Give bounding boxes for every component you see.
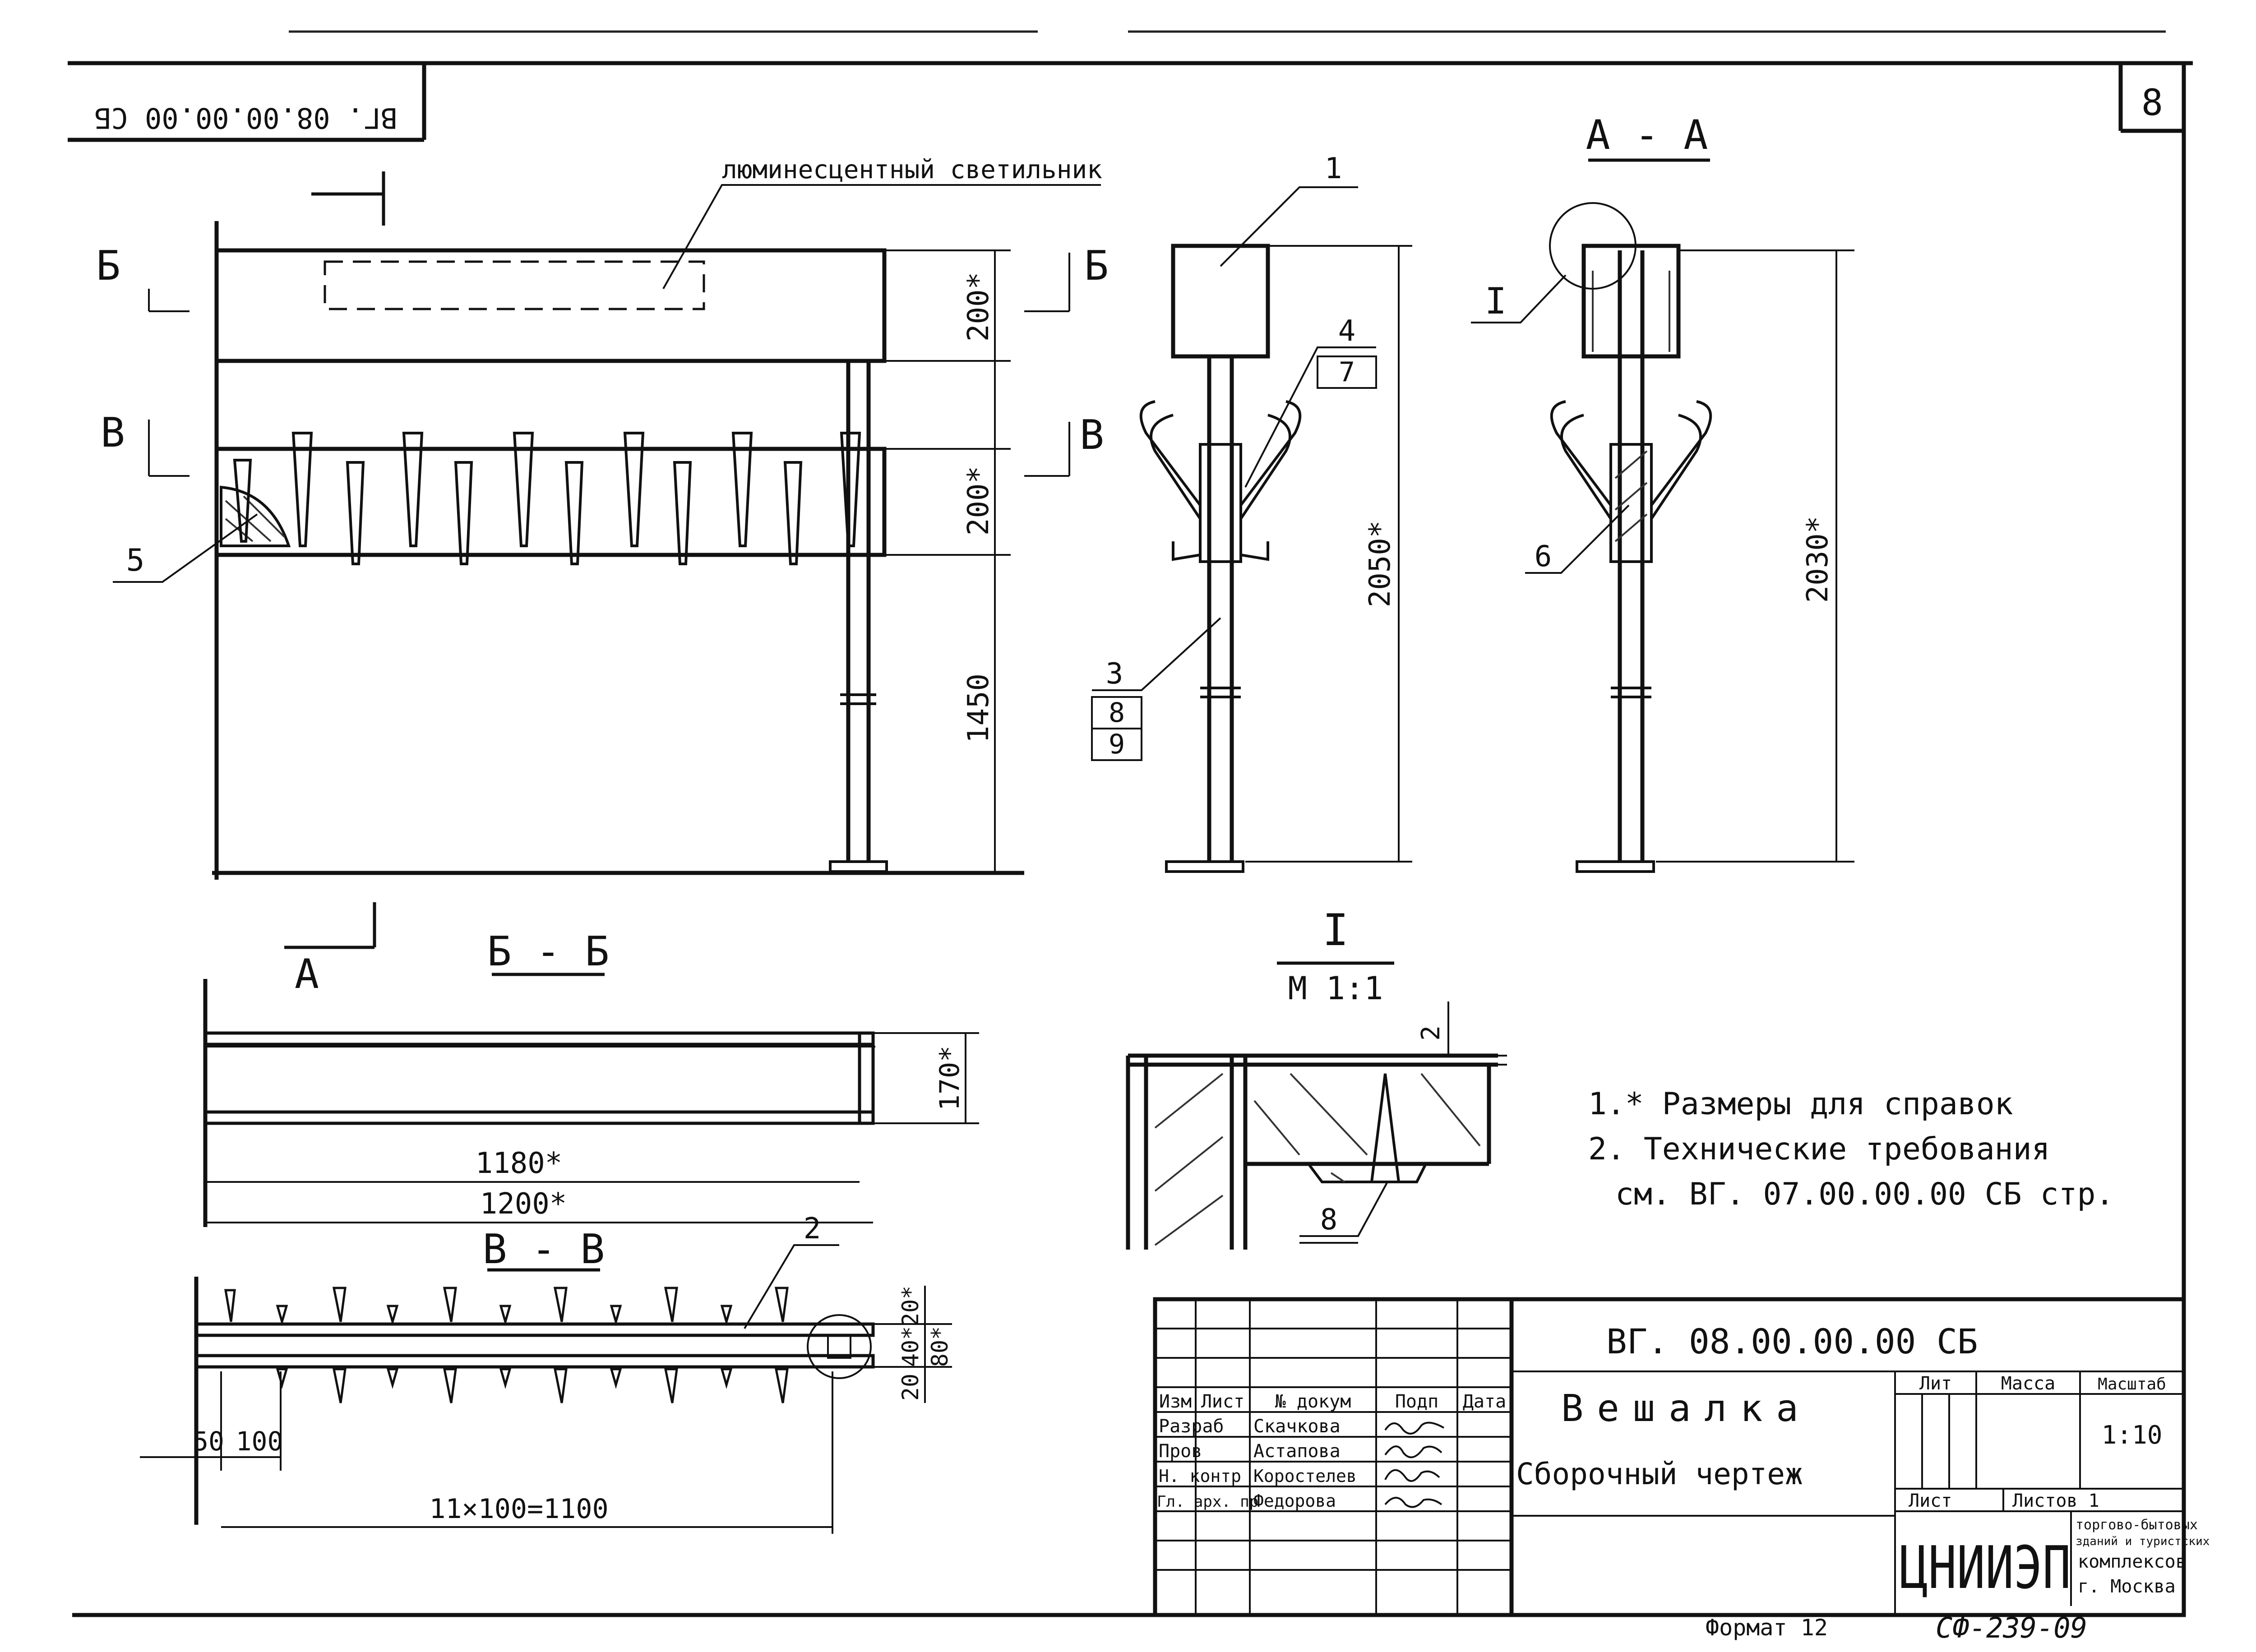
dim-200-rail: 200* bbox=[962, 466, 995, 535]
role-nkontr: Н. контр bbox=[1159, 1466, 1241, 1486]
col-header-podp: Подп bbox=[1395, 1391, 1438, 1412]
section-vv-title: В - В bbox=[483, 1226, 605, 1273]
position-2: 2 bbox=[804, 1212, 821, 1246]
name-nkontr: Коростелев bbox=[1253, 1466, 1357, 1486]
position-4: 4 bbox=[1338, 314, 1356, 348]
dim-50: 50 bbox=[193, 1426, 224, 1457]
note-2-continued: см. ВГ. 07.00.00.00 СБ стр. bbox=[1615, 1177, 2114, 1212]
dim-1450: 1450 bbox=[962, 674, 995, 743]
title-doc-code: ВГ. 08.00.00.00 СБ bbox=[1606, 1321, 1978, 1361]
position-8-detail: 8 bbox=[1320, 1203, 1338, 1237]
sheets-label: Листов 1 bbox=[2012, 1490, 2099, 1511]
section-mark-a: А bbox=[295, 951, 319, 998]
dim-2: 2 bbox=[1416, 1025, 1446, 1041]
note-1: 1.* Размеры для справок bbox=[1588, 1086, 2013, 1122]
org-logo: ЦНИИЭП bbox=[1900, 1533, 2071, 1602]
lit-label: Лит bbox=[1919, 1373, 1952, 1394]
dim-1200: 1200* bbox=[480, 1187, 567, 1221]
position-8: 8 bbox=[1109, 697, 1125, 729]
section-b-b: А Б - Б 170* 1180* 1200* bbox=[203, 902, 979, 1227]
section-mark-v-left: В bbox=[101, 409, 125, 457]
title-name: Вешалка bbox=[1561, 1387, 1812, 1430]
role-razrab: Разраб bbox=[1159, 1416, 1224, 1437]
lamp-label: люминесцентный светильник bbox=[722, 155, 1102, 185]
org-name-2: зданий и туристских bbox=[2076, 1535, 2210, 1548]
name-glarh: Федорова bbox=[1253, 1491, 1336, 1511]
section-a-a: А - А I 6 2030* bbox=[1471, 111, 1854, 873]
org-name-3: комплексов bbox=[2078, 1551, 2187, 1572]
dim-40: 40* bbox=[897, 1326, 924, 1367]
col-header-data: Дата bbox=[1463, 1391, 1506, 1412]
org-name-4: г. Москва bbox=[2078, 1576, 2176, 1597]
hook-tips-upper bbox=[224, 1287, 789, 1326]
col-header-dokum: № докум bbox=[1275, 1391, 1351, 1412]
section-mark-b-left: Б bbox=[96, 242, 120, 290]
scale-value: 1:10 bbox=[2102, 1421, 2163, 1450]
dim-2030: 2030* bbox=[1801, 516, 1835, 603]
detail-I: I М 1:1 2 8 bbox=[1126, 905, 1507, 1250]
position-3: 3 bbox=[1106, 657, 1123, 691]
section-v-v: В - В bbox=[140, 1212, 953, 1534]
dim-100: 100 bbox=[236, 1426, 283, 1457]
archive-number: СФ-239-09 bbox=[1936, 1611, 2087, 1644]
role-prov: Пров bbox=[1159, 1441, 1202, 1462]
role-glarh: Гл. арх. пр bbox=[1157, 1493, 1258, 1511]
side-view: 1 4 7 3 8 9 2050* bbox=[1091, 152, 1412, 873]
hook-tips-lower bbox=[276, 1368, 789, 1403]
name-razrab: Скачкова bbox=[1253, 1416, 1341, 1437]
detail-scale: М 1:1 bbox=[1288, 970, 1383, 1007]
footer: Формат 12 СФ-239-09 bbox=[1706, 1611, 2087, 1644]
signatures bbox=[1384, 1421, 1444, 1508]
col-header-list: Лист bbox=[1201, 1391, 1244, 1412]
section-mark-v-right: В bbox=[1080, 411, 1104, 459]
dim-200-lamp: 200* bbox=[962, 272, 995, 341]
position-6: 6 bbox=[1535, 540, 1552, 573]
section-aa-title: А - А bbox=[1586, 111, 1708, 159]
position-7: 7 bbox=[1339, 356, 1355, 388]
lamp-outline-dashed bbox=[324, 260, 705, 310]
title-block: Изм Лист № докум Подп Дата Разраб Скачко… bbox=[1153, 1297, 2210, 1617]
section-bb-title: Б - Б bbox=[487, 928, 610, 975]
dim-20-bottom: 20 bbox=[897, 1374, 924, 1401]
notes: 1.* Размеры для справок 2. Технические т… bbox=[1588, 1086, 2114, 1212]
detail-title: I bbox=[1322, 905, 1349, 955]
dim-2050: 2050* bbox=[1364, 521, 1397, 608]
section-mark-b-right: Б bbox=[1084, 242, 1109, 290]
org-name-1: торгово-бытовых bbox=[2076, 1517, 2198, 1533]
dim-1180: 1180* bbox=[476, 1147, 563, 1180]
mirrored-code-box: ВГ. 08.00.00.00 СБ bbox=[68, 63, 426, 142]
sheet-frame bbox=[68, 30, 2193, 1617]
front-view: люминесцентный светильник 5 Б Б В В 200*… bbox=[96, 155, 1109, 880]
dim-20-top: 20* bbox=[897, 1286, 924, 1326]
dim-80: 80* bbox=[927, 1326, 953, 1367]
format-label: Формат 12 bbox=[1706, 1615, 1828, 1641]
position-I: I bbox=[1485, 280, 1507, 322]
scale-label: Масштаб bbox=[2098, 1375, 2166, 1394]
sheet-number-box: 8 bbox=[2118, 63, 2184, 133]
title-subtitle: Сборочный чертеж bbox=[1516, 1457, 1803, 1491]
col-header-izm: Изм bbox=[1159, 1391, 1192, 1412]
note-2: 2. Технические требования bbox=[1588, 1131, 2050, 1167]
position-1: 1 bbox=[1325, 152, 1342, 185]
position-9: 9 bbox=[1109, 729, 1125, 760]
position-5: 5 bbox=[126, 543, 145, 578]
name-prov: Астапова bbox=[1253, 1441, 1341, 1462]
hooks-row bbox=[233, 432, 861, 565]
dim-170: 170* bbox=[934, 1046, 966, 1111]
mirrored-doc-code: ВГ. 08.00.00.00 СБ bbox=[94, 102, 398, 134]
sheet-number: 8 bbox=[2141, 82, 2163, 124]
dim-1100: 11×100=1100 bbox=[429, 1493, 608, 1525]
mass-label: Масса bbox=[2001, 1373, 2055, 1394]
sheet-label: Лист bbox=[1909, 1490, 1952, 1511]
